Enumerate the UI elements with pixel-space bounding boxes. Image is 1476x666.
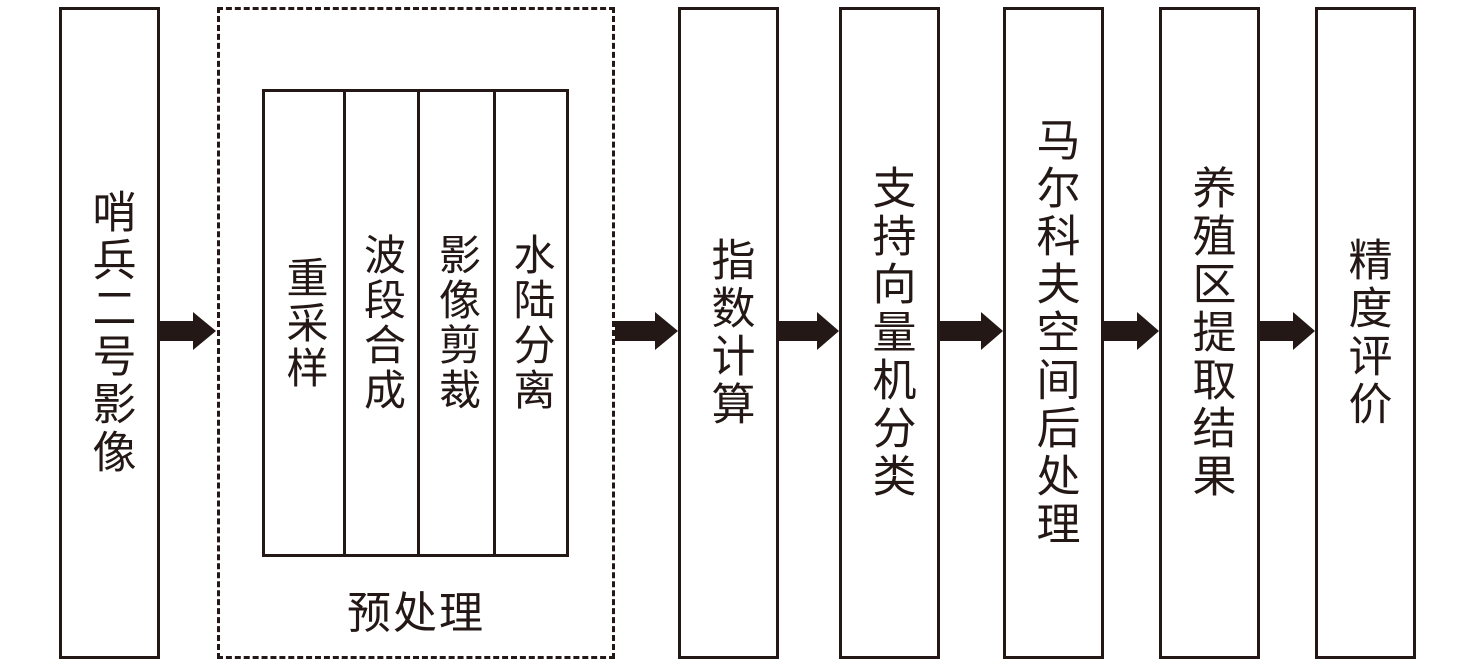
node-markov-postprocess: 马尔科夫空间后处理: [1003, 7, 1104, 659]
arrow-result-to-accuracy: [1260, 312, 1315, 350]
step-resample-label: 重采样: [280, 255, 329, 391]
step-band-composite: 波段合成: [346, 92, 420, 554]
arrow-markov-to-result: [1104, 312, 1159, 350]
step-resample: 重采样: [265, 92, 346, 554]
node-index-calculation: 指数计算: [678, 7, 779, 659]
node-markov-postprocess-label: 马尔科夫空间后处理: [1028, 117, 1080, 549]
node-extraction-result: 养殖区提取结果: [1159, 7, 1260, 659]
step-land-water-separation: 水陆分离: [496, 92, 566, 554]
node-svm-classification: 支持向量机分类: [839, 7, 940, 659]
step-image-clip: 影像剪裁: [420, 92, 496, 554]
arrow-source-to-preprocess: [160, 312, 216, 350]
node-accuracy-assessment: 精度评价: [1315, 7, 1416, 659]
node-sentinel2-imagery-label: 哨兵二号影像: [84, 189, 136, 477]
arrow-index-to-svm: [779, 312, 839, 350]
step-band-composite-label: 波段合成: [357, 233, 407, 413]
node-accuracy-assessment-label: 精度评价: [1340, 237, 1392, 429]
preprocess-group: [217, 7, 615, 659]
preprocess-group-label: 预处理: [347, 588, 485, 639]
node-index-calculation-label: 指数计算: [703, 237, 755, 429]
preprocess-steps-container: 重采样 波段合成 影像剪裁 水陆分离: [262, 89, 569, 557]
node-sentinel2-imagery: 哨兵二号影像: [59, 7, 160, 659]
step-land-water-separation-label: 水陆分离: [507, 233, 556, 413]
arrow-svm-to-markov: [940, 312, 1003, 350]
node-svm-classification-label: 支持向量机分类: [864, 165, 916, 501]
step-image-clip-label: 影像剪裁: [432, 233, 482, 413]
arrow-preprocess-to-index: [615, 312, 678, 350]
node-extraction-result-label: 养殖区提取结果: [1184, 165, 1236, 501]
